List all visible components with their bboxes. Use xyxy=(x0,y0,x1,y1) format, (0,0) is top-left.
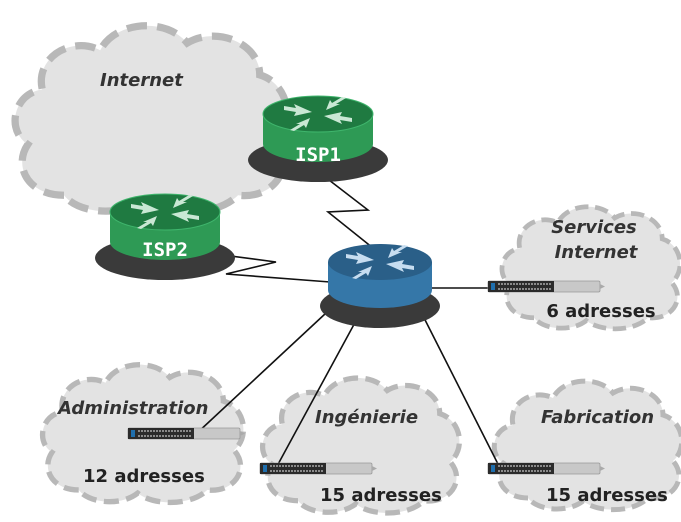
internet-cloud xyxy=(15,26,287,212)
router-icon xyxy=(94,193,236,281)
services-label-line2: Internet xyxy=(555,242,639,263)
link-isp2-core xyxy=(199,251,331,283)
services-count: 6 adresses xyxy=(546,301,655,322)
services-label-line1: Services xyxy=(551,217,637,238)
link-core-administration xyxy=(195,299,341,435)
ingenierie-count: 15 adresses xyxy=(320,485,442,506)
router-core[interactable] xyxy=(320,244,440,328)
router-isp1[interactable]: ISP1 xyxy=(247,95,389,183)
router-label-isp1: ISP1 xyxy=(295,144,341,166)
link-core-fabrication xyxy=(417,305,501,469)
administration-count: 12 adresses xyxy=(83,466,205,487)
fabrication-label: Fabrication xyxy=(541,407,654,428)
administration-label: Administration xyxy=(56,398,208,419)
internet-label: Internet xyxy=(100,70,184,91)
router-icon xyxy=(247,95,389,183)
router-icon xyxy=(320,244,440,328)
link-core-ingenierie xyxy=(275,305,365,469)
switch-ingenierie[interactable] xyxy=(259,462,378,475)
switch-administration[interactable] xyxy=(127,427,246,440)
link-isp1-core xyxy=(315,169,379,253)
links xyxy=(195,169,501,469)
ingenierie-label: Ingénierie xyxy=(315,407,418,428)
fabrication-count: 15 adresses xyxy=(546,485,668,506)
router-isp2[interactable]: ISP2 xyxy=(94,193,236,281)
router-label-isp2: ISP2 xyxy=(142,239,188,261)
switch-services[interactable] xyxy=(487,280,606,293)
switch-fabrication[interactable] xyxy=(487,462,606,475)
